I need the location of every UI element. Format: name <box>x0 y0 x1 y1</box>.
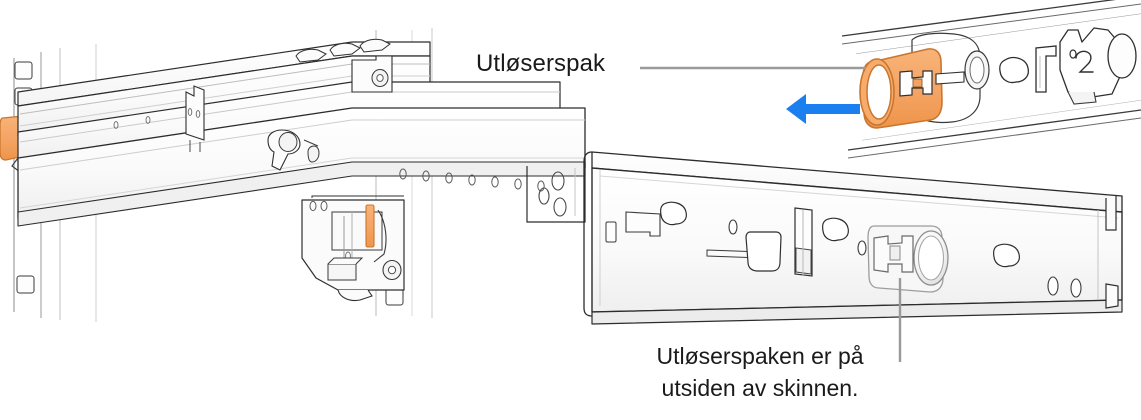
rail-bracket-mid <box>185 85 205 152</box>
caption-release-lever-outside: Utløserspaken er på utsiden av skinnen. <box>600 340 920 404</box>
rail-end-holes <box>538 171 567 217</box>
rail-cam-lever <box>267 129 320 171</box>
release-latch-tab-orange <box>365 204 375 248</box>
inner-rail-detached <box>583 151 1123 325</box>
label-release-lever: Utløserspak <box>476 50 606 77</box>
direction-arrow-left <box>786 94 860 124</box>
rail-top-tabs <box>295 38 391 63</box>
detail-inset-top-right <box>786 0 1141 159</box>
slide-rail-main <box>17 38 586 302</box>
caption-line-2: utsiden av skinnen. <box>661 375 859 401</box>
rail-hole-row <box>399 168 545 192</box>
release-lever-on-outer-face <box>867 225 949 293</box>
rail-post-bracket-top <box>351 55 393 93</box>
rail-latch-housing <box>301 195 405 302</box>
leader-lines <box>640 66 902 362</box>
release-lever-highlight <box>859 48 965 129</box>
caption-line-1: Utløserspaken er på <box>656 343 864 369</box>
